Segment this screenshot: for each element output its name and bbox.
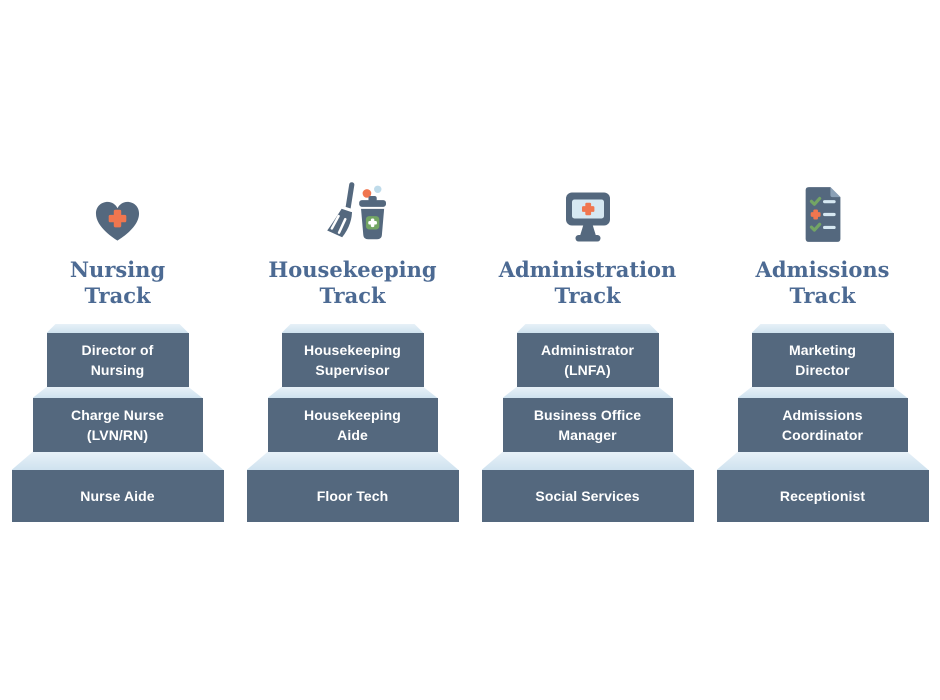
track-title-line2: Track [789, 283, 856, 308]
stair-step-bottom: Floor Tech [246, 452, 459, 522]
track-nursing: Nursing Track Director of Nursing Charge… [11, 170, 224, 522]
stair-step-top: Marketing Director [751, 324, 894, 387]
stair-step-tread [46, 324, 189, 333]
tracks-row: Nursing Track Director of Nursing Charge… [0, 170, 940, 522]
stair-step-tread [281, 324, 424, 333]
stair-step-middle: Admissions Coordinator [737, 387, 908, 452]
stair-step-tread [737, 387, 908, 398]
stair-step-tread [516, 324, 659, 333]
stair-step-label: Director of Nursing [46, 333, 189, 387]
broom-trash-icon-svg [326, 182, 386, 240]
stair-step-tread [11, 452, 224, 470]
track-title-line1: Admissions [755, 257, 890, 282]
broom-trash-icon [320, 170, 386, 244]
stairs-admissions: Marketing Director Admissions Coordinato… [716, 324, 929, 522]
track-title-nursing: Nursing Track [70, 257, 165, 309]
checklist-document-icon-svg [805, 187, 841, 242]
track-title-line2: Track [319, 283, 386, 308]
stairs-administration: Administrator (LNFA) Business Office Man… [481, 324, 694, 522]
stair-step-tread [481, 452, 694, 470]
stair-step-top: Housekeeping Supervisor [281, 324, 424, 387]
stair-step-label: Admissions Coordinator [737, 398, 908, 452]
stair-step-tread [751, 324, 894, 333]
stair-step-label: Administrator (LNFA) [516, 333, 659, 387]
stair-step-label: Nurse Aide [11, 470, 224, 522]
track-title-line2: Track [554, 283, 621, 308]
stair-step-label: Housekeeping Supervisor [281, 333, 424, 387]
stair-step-bottom: Receptionist [716, 452, 929, 522]
stair-step-label: Housekeeping Aide [267, 398, 438, 452]
track-title-admissions: Admissions Track [756, 257, 890, 309]
heart-medical-icon-svg [95, 201, 140, 241]
stair-step-middle: Housekeeping Aide [267, 387, 438, 452]
checklist-document-icon [799, 170, 846, 244]
stairs-housekeeping: Housekeeping Supervisor Housekeeping Aid… [246, 324, 459, 522]
stair-step-label: Business Office Manager [502, 398, 673, 452]
stair-step-tread [267, 387, 438, 398]
track-title-line2: Track [84, 283, 151, 308]
track-title-housekeeping: Housekeeping Track [268, 257, 436, 309]
stair-step-top: Director of Nursing [46, 324, 189, 387]
stairs-nursing: Director of Nursing Charge Nurse (LVN/RN… [11, 324, 224, 522]
track-title-line1: Administration [498, 257, 677, 282]
stair-step-label: Marketing Director [751, 333, 894, 387]
track-title-line1: Housekeeping [268, 257, 437, 282]
stair-step-top: Administrator (LNFA) [516, 324, 659, 387]
monitor-medical-icon [558, 170, 618, 244]
track-admissions: Admissions Track Marketing Director Admi… [716, 170, 929, 522]
stair-step-label: Receptionist [716, 470, 929, 522]
stair-step-tread [246, 452, 459, 470]
track-housekeeping: Housekeeping Track Housekeeping Supervis… [246, 170, 459, 522]
monitor-medical-icon-svg [565, 192, 610, 242]
stair-step-tread [32, 387, 203, 398]
stair-step-tread [716, 452, 929, 470]
stair-step-middle: Business Office Manager [502, 387, 673, 452]
stair-step-label: Floor Tech [246, 470, 459, 522]
track-title-line1: Nursing [69, 257, 166, 282]
stair-step-tread [502, 387, 673, 398]
stair-step-bottom: Social Services [481, 452, 694, 522]
track-title-administration: Administration Track [499, 257, 677, 309]
stair-step-bottom: Nurse Aide [11, 452, 224, 522]
stair-step-label: Charge Nurse (LVN/RN) [32, 398, 203, 452]
stair-step-middle: Charge Nurse (LVN/RN) [32, 387, 203, 452]
heart-medical-icon [94, 170, 141, 244]
track-administration: Administration Track Administrator (LNFA… [481, 170, 694, 522]
stair-step-label: Social Services [481, 470, 694, 522]
